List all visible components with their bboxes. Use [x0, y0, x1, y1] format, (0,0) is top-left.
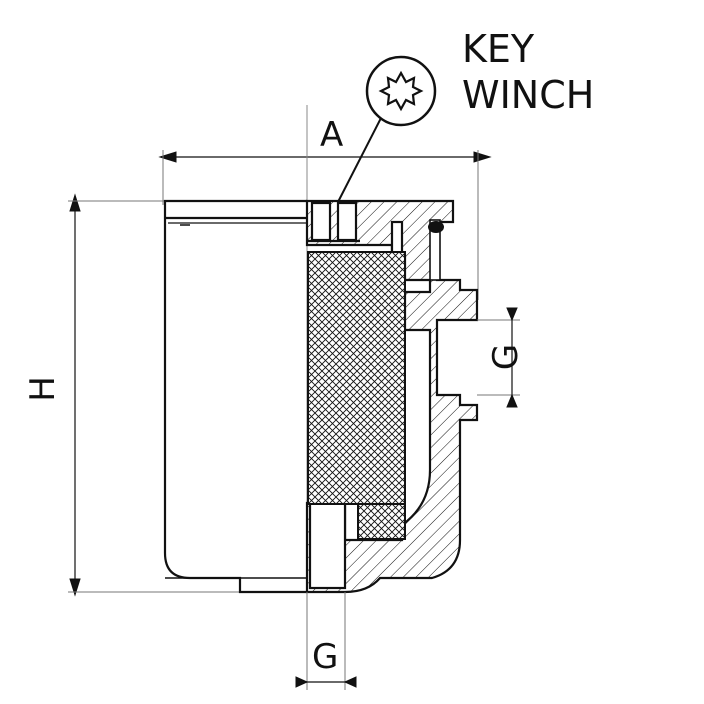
seal-ring [428, 219, 444, 281]
key-slot-left [310, 201, 332, 242]
dimension-h [68, 193, 310, 597]
winch-label: WINCH [462, 73, 595, 117]
dimension-g-port [477, 307, 520, 408]
housing-section [305, 199, 479, 594]
spindle-bore [390, 220, 404, 257]
dimension-a [158, 150, 492, 300]
dimension-g-bottom-label: G [312, 637, 339, 677]
key-symbol [337, 55, 437, 203]
dimension-a-label: A [320, 115, 344, 155]
dimension-h-label: H [22, 376, 63, 402]
housing-exterior [163, 199, 307, 594]
filter-element [307, 251, 406, 540]
key-label: KEY [462, 27, 535, 71]
key-leader-line [337, 117, 382, 203]
dimension-g-port-label: G [486, 343, 527, 371]
bottom-port [308, 501, 347, 590]
key-slot-right [336, 201, 358, 242]
dimension-g-bottom [295, 592, 357, 690]
